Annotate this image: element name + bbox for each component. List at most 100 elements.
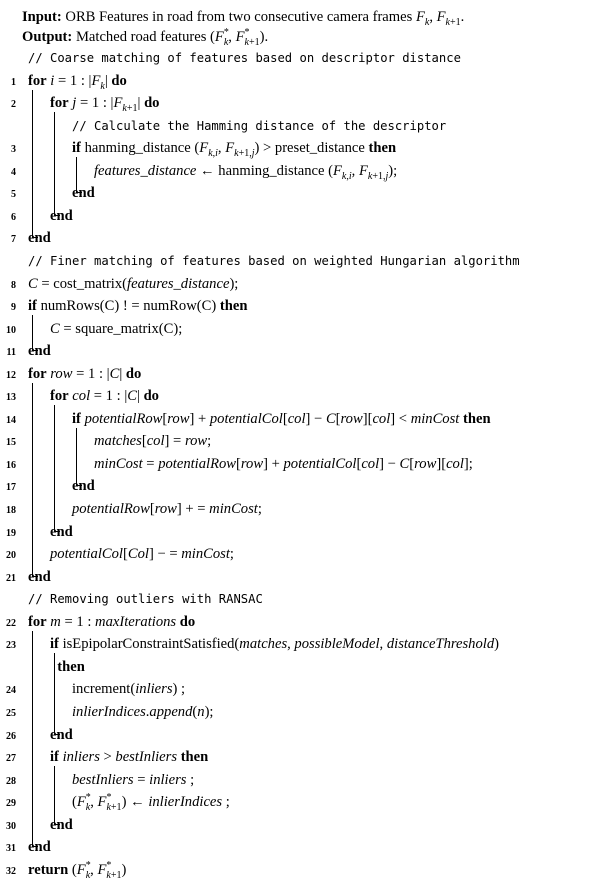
line-code: end [28, 230, 51, 247]
line-code: for m = 1 : maxIterations do [28, 613, 196, 630]
line-code: features_distance ← hanming_distance (Fk… [94, 162, 398, 182]
line-code: bestInliers = inliers ; [72, 771, 195, 788]
line-number: 12 [6, 369, 16, 381]
output-text: Matched road features (F*k, F*k+1). [75, 27, 269, 48]
line-number: 17 [6, 482, 16, 494]
algorithm-line: 18 potentialRow[row] + = minCost; [0, 498, 612, 520]
algorithm-line: 6 end [0, 205, 612, 227]
indent-rule-tick [76, 485, 82, 487]
indent-rule [32, 630, 33, 847]
indent-rule [54, 405, 55, 531]
indent-rule-tick [76, 192, 82, 194]
line-code: matches[col] = row; [94, 433, 212, 450]
algorithm-line: // Coarse matching of features based on … [0, 47, 612, 69]
line-code: end [72, 185, 95, 202]
indent-rule [32, 89, 33, 238]
line-code: // Calculate the Hamming distance of the… [72, 118, 447, 133]
indent-rule [54, 653, 55, 734]
algorithm-line: 24 increment(inliers) ; [0, 678, 612, 700]
indent-rule [54, 112, 55, 215]
algorithm-line: 32 return (F*k, F*k+1) [0, 859, 612, 881]
indent-rule [54, 766, 55, 824]
input-label: Input: [22, 9, 62, 25]
algorithm-line: // Finer matching of features based on w… [0, 250, 612, 272]
line-code: end [28, 343, 51, 360]
indent-rule [76, 427, 77, 486]
line-number: 24 [6, 685, 16, 697]
line-number: 1 [11, 76, 16, 88]
line-code: end [28, 568, 51, 585]
line-code: return (F*k, F*k+1) [28, 859, 127, 881]
line-code: // Finer matching of features based on w… [28, 253, 520, 268]
output-label: Output: [22, 29, 73, 45]
line-number: 10 [6, 324, 16, 336]
line-number: 9 [11, 302, 16, 314]
algorithm-line: 9 if numRows(C) ! = numRow(C) then [0, 295, 612, 317]
line-code: if isEpipolarConstraintSatisfied(matches… [50, 636, 500, 653]
line-number: 28 [6, 775, 16, 787]
algorithm-line: 29(F*k, F*k+1) ← inlierIndices ; [0, 791, 612, 813]
line-number: 6 [11, 211, 16, 223]
line-number: 5 [11, 189, 16, 201]
line-number: 8 [11, 279, 16, 291]
indent-rule [32, 382, 33, 576]
indent-rule-tick [54, 530, 60, 532]
line-code: C = square_matrix(C); [50, 320, 183, 337]
algorithm-line: then [0, 656, 612, 678]
input-text: ORB Features in road from two consecutiv… [65, 9, 465, 28]
line-number: 14 [6, 414, 16, 426]
algorithm-line: 28 bestInliers = inliers ; [0, 769, 612, 791]
input-line: Input: ORB Features in road from two con… [0, 6, 612, 28]
line-code: if numRows(C) ! = numRow(C) then [28, 298, 248, 315]
line-code: increment(inliers) ; [72, 681, 186, 698]
line-code: end [28, 839, 51, 856]
algorithm-line: 17 end [0, 475, 612, 497]
algorithm-line: 10 C = square_matrix(C); [0, 318, 612, 340]
algorithm-line: 26 end [0, 724, 612, 746]
line-code: potentialCol[Col] − = minCost; [50, 546, 234, 563]
line-number: 31 [6, 843, 16, 855]
indent-rule-tick [32, 237, 38, 239]
algorithm-line: 2 for j = 1 : |Fk+1| do [0, 92, 612, 114]
line-number: 32 [6, 865, 16, 877]
indent-rule-tick [54, 733, 60, 735]
line-number: 21 [6, 572, 16, 584]
line-code: minCost = potentialRow[row] + potentialC… [94, 455, 473, 472]
line-number: 18 [6, 505, 16, 516]
algorithm-line: 16 minCost = potentialRow[row] + potentia… [0, 453, 612, 475]
line-number: 3 [11, 144, 16, 156]
line-code: for col = 1 : |C| do [50, 388, 159, 405]
indent-rule-tick [32, 350, 38, 352]
line-number: 20 [6, 550, 16, 562]
line-code: potentialRow[row] + = minCost; [72, 501, 262, 517]
line-number: 2 [11, 99, 16, 111]
indent-rule-tick [54, 823, 60, 825]
line-code: // Removing outliers with RANSAC [28, 592, 263, 607]
line-code: end [50, 816, 73, 833]
line-code: end [50, 726, 73, 743]
indent-rule-tick [54, 214, 60, 216]
algorithm-block: Input: ORB Features in road from two con… [0, 6, 612, 880]
line-number: 29 [6, 798, 16, 810]
line-number: 26 [6, 730, 16, 742]
line-code: for j = 1 : |Fk+1| do [50, 95, 160, 114]
line-code: inlierIndices.append(n); [72, 703, 214, 720]
line-number: 7 [11, 234, 16, 246]
line-number: 27 [6, 753, 16, 765]
line-code: end [50, 523, 73, 540]
line-code: end [50, 207, 73, 224]
line-number: 16 [6, 459, 16, 471]
algorithm-line: 31 end [0, 836, 612, 858]
indent-rule-tick [32, 575, 38, 577]
line-code: // Coarse matching of features based on … [28, 51, 461, 65]
line-code: end [72, 478, 95, 495]
